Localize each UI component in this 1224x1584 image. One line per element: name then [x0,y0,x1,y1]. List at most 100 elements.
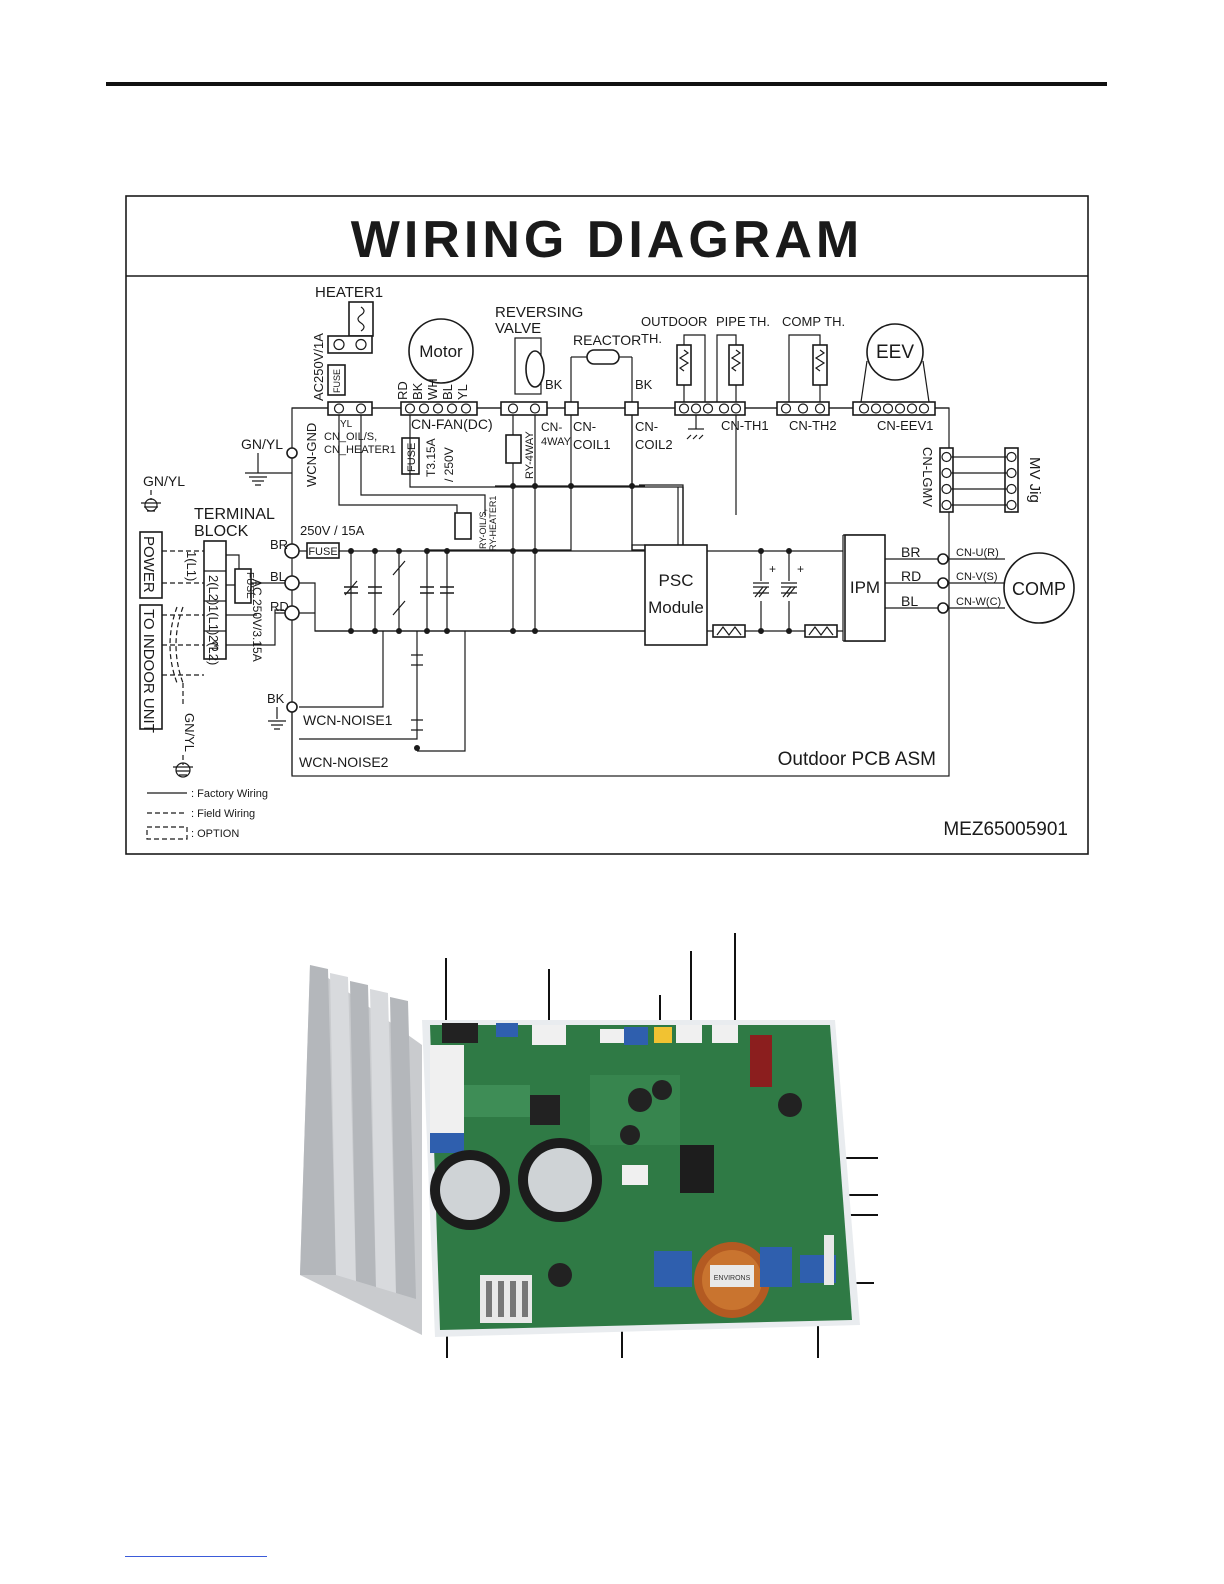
svg-text:3: 3 [211,638,219,654]
svg-text:RD: RD [270,599,289,614]
cn-th2-label: CN-TH2 [789,418,837,433]
pcb-label: Outdoor PCB ASM [778,749,936,770]
dc-resistor-2 [804,624,838,638]
power-label: POWER [140,536,157,593]
legend: : Factory Wiring : Field Wiring : OPTION [146,788,268,840]
svg-text:+: + [797,562,804,576]
reactor-coil [586,349,620,365]
eev-label: EEV [876,342,914,363]
wcn-noise1-label: WCN-NOISE1 [303,712,393,728]
cn-oil-label: CN_OIL/S, [324,431,377,443]
svg-text:FUSE: FUSE [244,572,255,599]
svg-text:RY-OIL/S,: RY-OIL/S, [478,509,488,549]
terminal-block-label-1: TERMINAL [194,506,275,523]
svg-text:GN/YL: GN/YL [182,713,197,752]
cn-coil1-label: COIL1 [573,437,611,452]
bottom-module [480,1263,572,1323]
top-connectors [430,1023,772,1153]
mv-jig-label: MV Jig [1026,457,1043,503]
to-indoor-unit-label: TO INDOOR UNIT [140,609,157,733]
svg-text:FUSE: FUSE [332,369,342,393]
svg-text:RD: RD [395,381,410,400]
reversing-valve-coil [525,350,545,388]
cn-th1-label: CN-TH1 [721,418,769,433]
gnd-label: GN/YL [241,436,283,452]
diagram-title: WIRING DIAGRAM [351,211,863,269]
fan-motor [408,318,474,384]
header-rule [106,82,1107,86]
heater1-label: HEATER1 [315,284,383,301]
cn-coil1-connector [564,401,579,416]
svg-text:BK: BK [545,377,563,392]
diagram-frame [125,195,1089,855]
svg-text:BR: BR [901,544,920,560]
reactor-label: REACTOR [573,332,641,348]
indoor-unit [139,604,163,730]
svg-text:T3.15A: T3.15A [424,438,438,477]
svg-text:+: + [769,562,776,576]
svg-text:CN-: CN- [635,419,658,434]
svg-text:BR: BR [270,537,288,552]
heater-fuse [327,364,346,396]
ac-fuse-rating: AC 250V/3.15A [250,579,264,662]
mv-jig-connector [1004,447,1019,513]
motor-label: Motor [419,342,463,361]
svg-text:2(L2): 2(L2) [206,635,221,665]
wcn-noise2-label: WCN-NOISE2 [299,754,389,770]
outdoor-th-label-1: OUTDOOR [641,314,707,329]
compressor [1003,552,1075,624]
svg-text:YL: YL [340,419,353,430]
svg-text:CN-: CN- [573,419,596,434]
bl-terminal [284,575,300,591]
cn-fan-label: CN-FAN(DC) [411,416,493,432]
cn-lgmv-label: CN-LGMV [920,447,935,507]
svg-text:BK: BK [267,691,285,706]
svg-text:1(L1): 1(L1) [184,551,199,581]
comp-th-label: COMP TH. [782,314,845,329]
cn-coil2-connector [624,401,639,416]
ipm-module [844,534,886,642]
pipe-th-label: PIPE TH. [716,314,770,329]
legend-option: : OPTION [191,828,239,840]
svg-text:2(L2): 2(L2) [206,575,221,605]
legend-field-wiring: : Field Wiring [191,808,255,820]
cn-lgmv-connector [939,447,954,513]
inductor-label: ENVIRONS [714,1275,751,1282]
footer-link-underline [125,1556,267,1557]
terminal-block-label-2: BLOCK [194,523,249,540]
svg-text:RD: RD [901,568,921,584]
psc-label-2: Module [648,598,704,617]
cn-u-label: CN-U(R) [956,547,999,559]
svg-text:FUSE: FUSE [308,546,337,558]
ipm-label: IPM [850,578,880,597]
bulk-capacitors [430,1080,802,1230]
psc-module [644,544,708,646]
svg-text:YL: YL [455,384,470,400]
emi-filter [344,548,538,634]
svg-text:BK: BK [410,382,425,400]
dc-resistor-1 [712,624,746,638]
cn-v-label: CN-V(S) [956,571,998,583]
svg-text:WH: WH [425,378,440,400]
cn-coil2-label: COIL2 [635,437,673,452]
wiring-diagram: WIRING DIAGRAM Outdoor PCB ASM MEZ650059… [125,195,1089,855]
ac-fuse [234,568,252,604]
pcb-photo: ENVIRONS [300,933,878,1358]
svg-text:1(L1): 1(L1) [206,605,221,635]
wcn-gnd-label: WCN-GND [304,423,319,487]
legend-factory-wiring: : Factory Wiring [191,788,268,800]
ry-4way-relay [505,434,522,464]
heater1-connector [327,335,373,354]
cn-eev1-label: CN-EEV1 [877,418,933,433]
svg-text:RY-4WAY: RY-4WAY [524,431,536,479]
heater-fuse-rating: AC250V/1A [311,333,326,401]
svg-text:BL: BL [270,569,286,584]
field-gnd-label: GN/YL [143,473,185,489]
ry-oil-relay [454,512,472,540]
svg-text:BK: BK [635,377,653,392]
outdoor-th-label-2: TH. [641,331,662,346]
svg-text:RY-HEATER1: RY-HEATER1 [488,496,498,551]
reversing-valve-label-2: VALVE [495,320,541,337]
svg-text:BL: BL [901,593,918,609]
svg-text:4WAY: 4WAY [541,436,572,448]
